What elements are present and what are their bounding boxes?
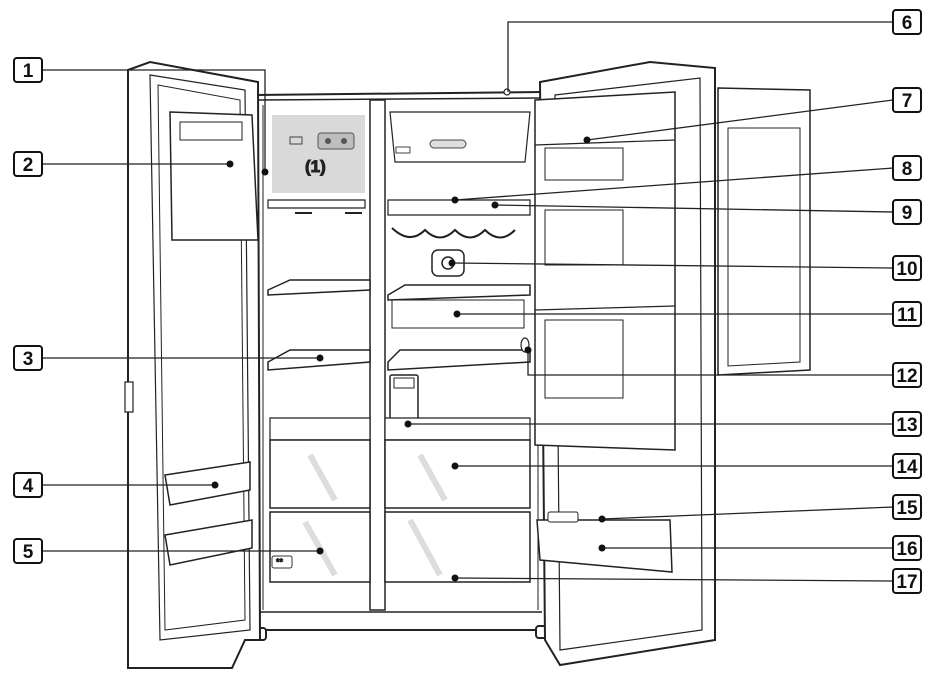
callout-13-box [892, 411, 922, 437]
callout-dots [211, 136, 606, 582]
callout-3-box [13, 345, 43, 371]
callout-4-box [13, 472, 43, 498]
callout-6: 6 [892, 9, 922, 35]
callout-16-box [892, 535, 922, 561]
right-door [503, 60, 811, 667]
callout-2-number: 2 [23, 155, 34, 176]
callout-leaders [42, 21, 894, 582]
callout-14-number: 14 [896, 457, 918, 478]
callout-1-box [13, 57, 43, 83]
callout-9-number: 9 [902, 203, 913, 224]
callout-7-box [892, 87, 922, 113]
callout-11-box [892, 301, 922, 327]
callout-10-number: 10 [896, 259, 917, 280]
callout-12-box [892, 362, 922, 388]
refrigerator-cabinet [251, 91, 551, 641]
fresh-food-compartment [384, 111, 531, 583]
callout-15: 15 [892, 494, 922, 520]
callout-7-number: 7 [902, 91, 913, 112]
callout-1: 1 [13, 57, 43, 83]
callout-4-number: 4 [23, 476, 34, 497]
callout-17: 17 [892, 568, 922, 594]
callout-16-number: 16 [896, 539, 917, 560]
callout-4: 4 [13, 472, 43, 498]
callout-2-box [13, 151, 43, 177]
callout-17-box [892, 568, 922, 594]
callout-15-number: 15 [896, 498, 918, 519]
control-panel-area [272, 115, 365, 193]
callout-2: 2 [13, 151, 43, 177]
callout-6-box [892, 9, 922, 35]
callout-9-box [892, 199, 922, 225]
door-in-door-bins [534, 91, 676, 451]
wine-rack [391, 227, 516, 239]
callout-12-number: 12 [896, 366, 917, 387]
callout-11-number: 11 [897, 305, 918, 326]
callout-12: 12 [892, 362, 922, 388]
callout-5-number: 5 [23, 542, 34, 563]
callout-14: 14 [892, 453, 922, 479]
callout-8-box [892, 155, 922, 181]
callout-3: 3 [13, 345, 43, 371]
freezer-compartment: ** (1) [267, 115, 371, 583]
callout-16: 16 [892, 535, 922, 561]
callout-10: 10 [892, 255, 922, 281]
callout-6-number: 6 [902, 13, 913, 34]
callout-10-box [892, 255, 922, 281]
left-door [124, 60, 262, 669]
callout-13: 13 [892, 411, 922, 437]
control-panel-label: (1) [305, 157, 326, 176]
callout-9: 9 [892, 199, 922, 225]
glass-door-panel [717, 87, 811, 376]
drawer-badge-text: ** [276, 557, 284, 567]
door-bin-upper [164, 461, 251, 506]
callout-5-box [13, 538, 43, 564]
drawer-badge [271, 555, 293, 569]
callout-8-number: 8 [902, 159, 913, 180]
callout-11: 11 [892, 301, 922, 327]
callout-3-number: 3 [23, 349, 34, 370]
callout-8: 8 [892, 155, 922, 181]
ice-maker [169, 111, 259, 241]
callout-1-number: 1 [23, 61, 34, 82]
door-bin-lower [164, 519, 253, 566]
callout-7: 7 [892, 87, 922, 113]
callout-14-box [892, 453, 922, 479]
callout-5: 5 [13, 538, 43, 564]
callout-13-number: 13 [896, 415, 917, 436]
callout-15-box [892, 494, 922, 520]
callout-17-number: 17 [896, 572, 917, 593]
